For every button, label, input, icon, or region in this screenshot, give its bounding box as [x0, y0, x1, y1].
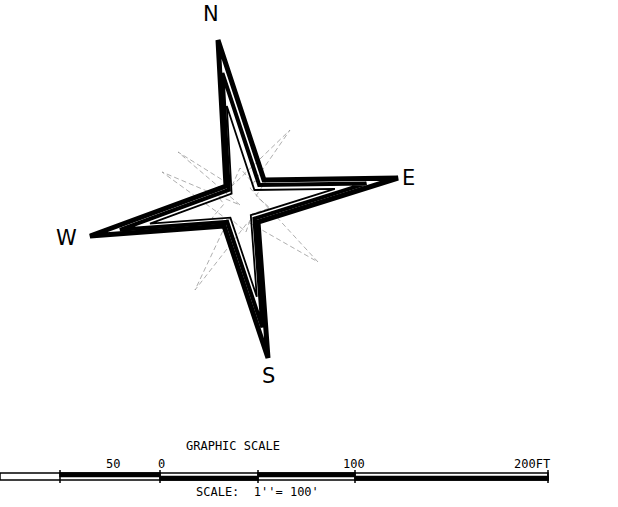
scale-bar [0, 470, 548, 483]
scale-number: 50 [106, 458, 120, 470]
scale-note: SCALE: 1''= 100' [196, 486, 319, 498]
direction-letter: E [402, 168, 415, 189]
direction-letter: W [56, 228, 77, 249]
compass-star [90, 40, 398, 358]
scale-number: 200FT [514, 458, 550, 470]
scale-title: GRAPHIC SCALE [186, 440, 280, 452]
scale-number: 0 [158, 458, 165, 470]
scale-number: 100 [343, 458, 365, 470]
direction-letter: S [262, 366, 275, 387]
direction-letter: N [203, 4, 219, 25]
